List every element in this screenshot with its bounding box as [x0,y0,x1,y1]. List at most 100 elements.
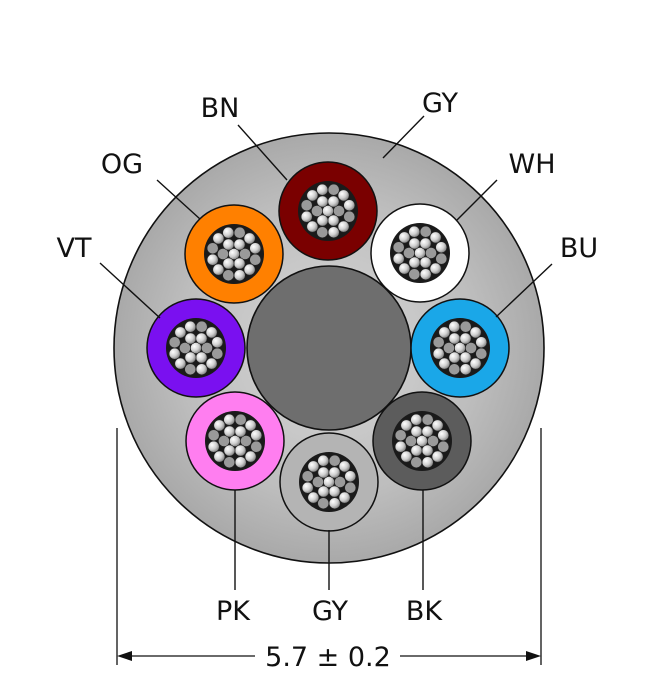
leader-line-bn [237,124,288,181]
leader-line-vt [99,262,161,319]
copper-strand [437,440,450,453]
copper-strand [425,247,437,259]
copper-strand [174,357,187,370]
copper-strand [475,336,488,349]
copper-strand [300,199,313,212]
copper-strand [459,332,472,345]
copper-strand [250,440,263,453]
copper-strand [239,248,251,260]
leader-line-og [156,179,201,220]
copper-strand [438,326,451,339]
label-og: OG [101,149,143,180]
copper-strand [448,363,461,376]
copper-strand [400,450,413,463]
conductor-wh [370,203,470,303]
copper-strand [419,225,432,238]
copper-strand [421,425,434,438]
copper-strand [337,189,350,202]
dimension-label: 5.7 ± 0.2 [265,642,391,673]
label-wh: WH [509,149,556,180]
copper-strand [394,429,407,442]
copper-strand [432,347,445,360]
copper-strand [316,183,329,196]
copper-strand [410,413,423,426]
copper-strand [222,257,235,270]
copper-strand [223,456,236,469]
copper-strand [328,466,341,479]
copper-strand [300,210,313,223]
copper-strand [211,336,224,349]
copper-strand [301,470,314,483]
copper-strand [429,231,442,244]
copper-strand [448,332,461,345]
copper-strand [233,269,246,282]
conductor-og [184,204,284,304]
copper-strand [222,238,235,251]
copper-strand [244,450,257,463]
sheath-leader-line [382,115,425,159]
copper-strand [421,456,434,469]
copper-strand [419,268,432,281]
central-filler [246,265,412,431]
copper-strand [317,497,330,510]
copper-strand [469,326,482,339]
copper-strand [184,320,197,333]
copper-strand [408,256,421,269]
copper-strand [400,419,413,432]
dimension-arrow-left [117,651,132,661]
copper-strand [408,237,421,250]
copper-strand [306,189,319,202]
copper-strand [206,242,219,255]
conductor-bu [410,298,510,398]
label-vt: VT [57,233,92,264]
copper-strand [311,205,323,217]
copper-strand [174,326,187,339]
copper-strand [233,257,246,270]
copper-strand [459,351,472,364]
conductor-callouts: BN WH BU BK GY PK VT OG [57,93,599,627]
copper-strand [243,263,256,276]
copper-strand [443,342,455,354]
copper-strand [448,351,461,364]
label-bk: BK [406,596,444,627]
copper-strand [213,419,226,432]
copper-strand [343,210,356,223]
copper-strand [419,237,432,250]
copper-strand [223,413,236,426]
copper-strand [459,320,472,333]
copper-strand [343,199,356,212]
copper-strand [316,214,329,227]
copper-strand [465,342,477,354]
copper-strand [427,435,439,447]
copper-strand [327,195,340,208]
copper-strand [432,336,445,349]
copper-strand [408,268,421,281]
conductor-pk [185,391,285,491]
copper-strand [250,429,263,442]
leader-line-wh [456,179,498,221]
copper-strand [459,363,472,376]
copper-strand [392,241,405,254]
copper-strand [234,444,247,457]
copper-strand [317,466,330,479]
copper-strand [327,183,340,196]
copper-strand [184,332,197,345]
copper-strand [435,241,448,254]
copper-strand [410,425,423,438]
label-bn: BN [201,93,240,124]
copper-strand [307,460,320,473]
copper-strand [312,476,324,488]
copper-strand [333,205,345,217]
copper-strand [327,214,340,227]
copper-strand [344,481,357,494]
conductor-vt [146,298,246,398]
label-gy-conductor: GY [312,596,349,627]
copper-strand [328,454,341,467]
copper-strand [168,336,181,349]
copper-strand [213,450,226,463]
copper-strand [195,351,208,364]
copper-strand [240,435,252,447]
copper-strand [212,263,225,276]
copper-strand [438,357,451,370]
